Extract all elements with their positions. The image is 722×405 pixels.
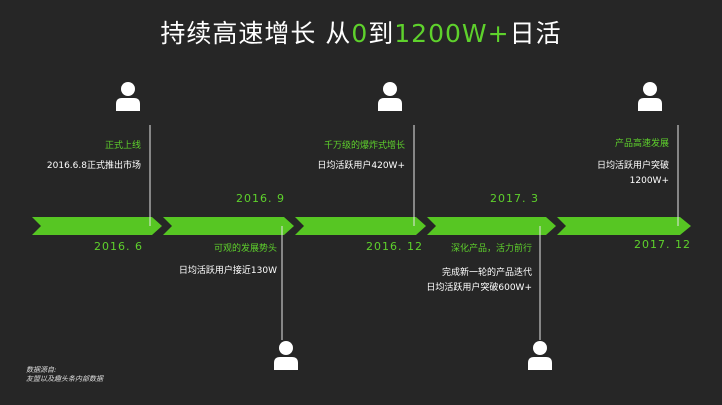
milestone-5-heading: 产品高速发展 [614,139,669,149]
user-icon-5 [638,82,662,111]
timeline-arrow-2 [163,217,294,235]
page-title: 持续高速增长 从0到1200W+日活 [0,14,722,50]
user-icon-1 [116,82,140,111]
title-prefix: 持续高速增长 从 [160,19,352,48]
milestone-3-detail: 日均活跃用户420W+ [317,161,405,171]
milestone-5-date: 2017. 12 [634,238,691,251]
milestone-4-detail-1: 完成新一轮的产品迭代 [441,268,532,278]
milestone-2-detail: 日均活跃用户接近130W [178,266,277,276]
milestone-1-detail: 2016.6.8正式推出市场 [46,161,141,171]
source-note: 数据源自: 友盟以及趣头条内部数据 [26,366,103,384]
milestone-4-date: 2017. 3 [490,192,539,205]
timeline-arrow-3 [295,217,426,235]
title-mid: 到 [368,19,395,48]
milestone-5-detail-1: 日均活跃用户突破 [596,161,669,171]
milestone-4-heading: 深化产品，活力前行 [450,244,532,254]
user-icon-3 [378,82,402,111]
milestone-2-date: 2016. 9 [236,192,285,205]
timeline-arrow-5 [557,217,691,235]
milestone-3-date: 2016. 12 [366,240,423,253]
milestone-1-heading: 正式上线 [104,141,141,151]
title-suffix: 日活 [509,19,562,48]
title-target: 1200W+ [394,19,510,48]
user-icon-4 [528,341,552,370]
milestone-3-heading: 千万级的爆炸式增长 [323,141,405,151]
source-label: 数据源自: [26,366,57,374]
title-zero: 0 [351,19,369,48]
milestone-4-detail-2: 日均活跃用户突破600W+ [426,283,532,293]
milestone-1-date: 2016. 6 [94,240,143,253]
timeline-arrow-1 [32,217,162,235]
milestone-5-detail-2: 1200W+ [629,176,669,186]
source-text: 友盟以及趣头条内部数据 [26,375,103,383]
timeline-arrow-4 [427,217,556,235]
user-icon-2 [274,341,298,370]
milestone-2-heading: 可观的发展势头 [213,244,277,254]
